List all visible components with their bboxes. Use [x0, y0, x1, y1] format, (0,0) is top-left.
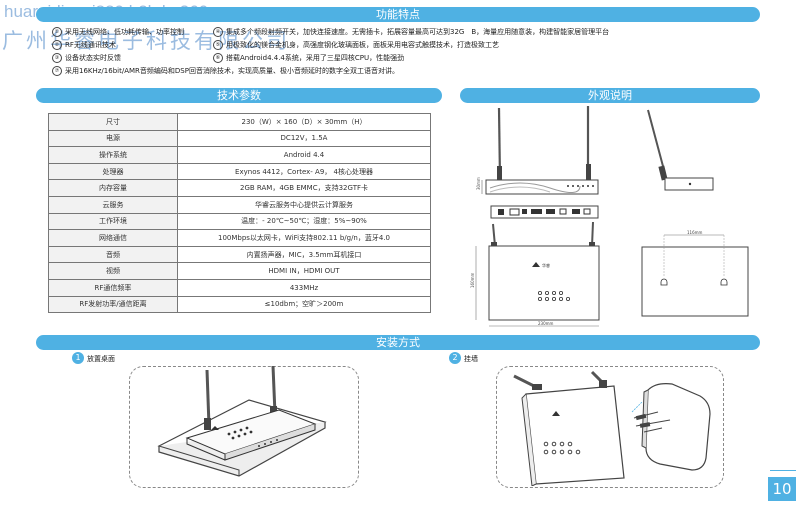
wall-install-drawing	[513, 370, 711, 486]
specs-title: 技术参数	[217, 89, 261, 102]
install-title: 安装方式	[376, 336, 420, 349]
features-banner: 功能特点	[36, 7, 760, 22]
spec-value: Android 4.4	[177, 146, 431, 164]
spec-row: 云服务华睿云服务中心提供云计算服务	[48, 195, 431, 214]
desktop-install-frame	[129, 366, 359, 488]
spec-key: 操作系统	[48, 146, 178, 164]
mount-holes-drawing: 116mm	[641, 230, 749, 317]
spec-value: 内置扬声器，MIC，3.5mm耳机接口	[177, 245, 431, 264]
feature-4-icon: ④	[213, 27, 223, 37]
spec-key: 网络通信	[48, 229, 178, 247]
feature-2-icon: ②	[52, 40, 62, 50]
spec-row: 工作环境温度：- 20℃~50℃；湿度：5%~90%	[48, 212, 431, 231]
spec-key: 视频	[48, 262, 178, 280]
spec-key: 尺寸	[48, 113, 178, 131]
feature-6-icon: ⑥	[213, 53, 223, 63]
spec-row: 音频内置扬声器，MIC，3.5mm耳机接口	[48, 245, 431, 264]
feature-3-icon: ③	[52, 53, 62, 63]
spec-value: ≤10dbm；空旷＞200m	[177, 295, 431, 314]
spec-value: 华睿云服务中心提供云计算服务	[177, 195, 431, 214]
spec-key: 工作环境	[48, 212, 178, 231]
top-depth-dim: 160mm	[470, 272, 475, 288]
holes-dim: 116mm	[687, 230, 703, 235]
spec-value: 230（W）× 160（D）× 30mm（H）	[177, 113, 431, 131]
back-view-drawing	[490, 205, 599, 219]
method-2-label: 挂墙	[464, 355, 478, 363]
method-2-number: 2	[449, 352, 461, 364]
front-view-drawing: 30mm	[476, 106, 599, 195]
side-view-drawing	[647, 109, 714, 191]
feature-7-icon: ⑦	[52, 66, 62, 76]
spec-key: 电源	[48, 129, 178, 148]
spec-value: 温度：- 20℃~50℃；湿度：5%~90%	[177, 212, 431, 231]
feature-1-icon: ①	[52, 27, 62, 37]
spec-key: RF发射功率/通信距离	[48, 295, 178, 314]
features-title: 功能特点	[376, 8, 420, 21]
feature-5-icon: ⑤	[213, 40, 223, 50]
method-1-label: 放置桌面	[87, 355, 115, 363]
front-height-dim: 30mm	[476, 177, 481, 190]
method-1-number: 1	[72, 352, 84, 364]
appearance-drawings: 30mm 华睿 160mm 230mm	[470, 106, 749, 327]
spec-key: RF通信频率	[48, 278, 178, 297]
spec-value: 2GB RAM，4GB EMMC，支持32GTF卡	[177, 179, 431, 197]
spec-value: Exynos 4412，Cortex- A9， 4核心处理器	[177, 162, 431, 181]
top-width-dim: 230mm	[538, 321, 554, 326]
spec-value: 433MHz	[177, 278, 431, 297]
desktop-install-drawing	[157, 366, 327, 477]
top-view-drawing: 华睿 160mm 230mm	[470, 221, 600, 327]
spec-key: 音频	[48, 245, 178, 264]
page-divider	[770, 470, 796, 471]
install-banner: 安装方式	[36, 335, 760, 350]
wall-install-frame	[496, 366, 724, 488]
spec-value: DC12V，1.5A	[177, 129, 431, 148]
top-view-brand: 华睿	[542, 262, 550, 268]
spec-key: 内存容量	[48, 179, 178, 197]
spec-key: 处理器	[48, 162, 178, 181]
spec-row: RF发射功率/通信距离≤10dbm；空旷＞200m	[48, 295, 431, 314]
spec-value: HDMI IN，HDMI OUT	[177, 262, 431, 280]
specs-banner: 技术参数	[36, 88, 442, 103]
spec-key: 云服务	[48, 195, 178, 214]
spec-value: 100Mbps以太网卡，WiFi支持802.11 b/g/n，蓝牙4.0	[177, 229, 431, 247]
appearance-title: 外观说明	[588, 89, 632, 102]
appearance-banner: 外观说明	[460, 88, 760, 103]
page-number: 10	[768, 477, 796, 501]
